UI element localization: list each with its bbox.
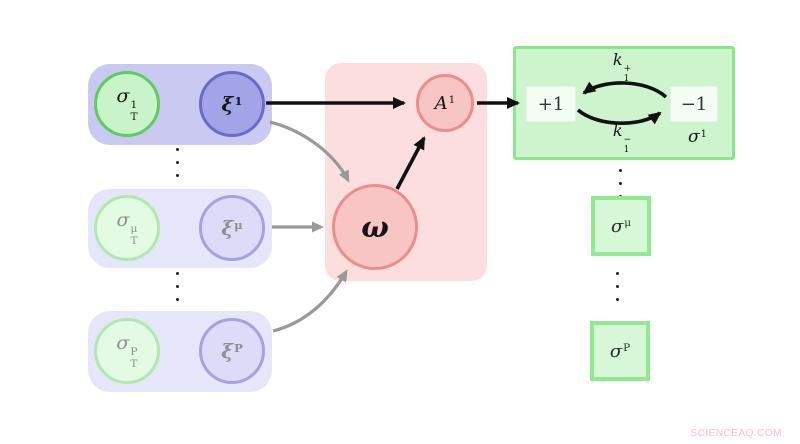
arrow-xiP-to-omega — [272, 269, 348, 333]
xi-mu-label: ξμ — [221, 216, 243, 240]
vertical-dots-left-1 — [176, 148, 179, 177]
vertical-dots-right-2 — [616, 272, 619, 301]
rate-up-label: k+1 — [612, 50, 632, 84]
omega-node: ω — [332, 184, 418, 270]
sigma-1-label: σ1 — [688, 127, 707, 147]
sigma-mu-label: σμ — [610, 215, 632, 237]
xi-1-node: ξ1 — [199, 71, 265, 137]
vertical-dots-left-2 — [176, 272, 179, 301]
activation-node: A1 — [416, 74, 474, 132]
sigma-P-label: σP — [609, 340, 631, 362]
xi-P-label: ξP — [221, 339, 243, 363]
plus-state-box: +1 — [526, 86, 576, 122]
spin-state-box-mu: σμ — [591, 196, 651, 256]
minus-state-label: −1 — [680, 93, 708, 115]
xi-P-node: ξP — [199, 318, 265, 384]
rate-down-label: k−1 — [612, 121, 632, 155]
vertical-dots-right-1 — [619, 169, 622, 198]
spin-state-box-P: σP — [590, 321, 650, 381]
plus-state-label: +1 — [537, 93, 565, 115]
watermark: SCIENCEAQ.COM — [690, 428, 782, 439]
xi-1-label: ξ1 — [221, 92, 243, 116]
xi-mu-node: ξμ — [199, 195, 265, 261]
omega-label: ω — [361, 210, 389, 244]
minus-state-box: −1 — [670, 86, 718, 122]
activation-label: A1 — [434, 92, 456, 114]
